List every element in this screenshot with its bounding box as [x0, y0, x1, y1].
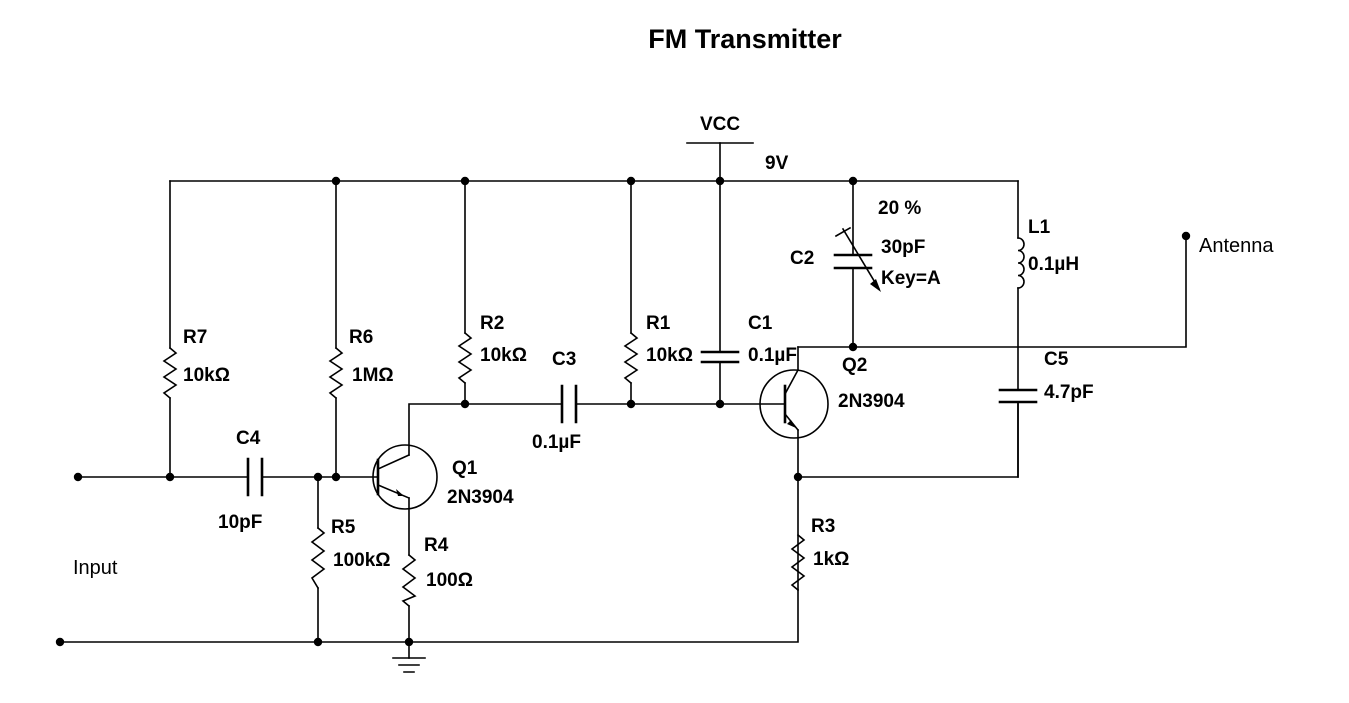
- capacitor-c3: C3 0.1µF: [532, 349, 581, 453]
- resistor-r7: R7 10kΩ: [162, 327, 230, 400]
- diagram-title: FM Transmitter: [648, 24, 842, 54]
- vcc-label: VCC: [700, 114, 740, 135]
- r7-value: 10kΩ: [183, 365, 230, 386]
- r3-value: 1kΩ: [813, 549, 849, 570]
- r2-name: R2: [480, 313, 504, 334]
- r5-value: 100kΩ: [333, 550, 391, 571]
- wires: [59, 142, 1187, 659]
- l1-value: 0.1µH: [1028, 254, 1079, 275]
- q2-value: 2N3904: [838, 391, 905, 412]
- c2-name: C2: [790, 248, 814, 269]
- input-label: Input: [73, 557, 118, 579]
- resistor-r6: R6 1MΩ: [328, 327, 394, 400]
- r3-name: R3: [811, 516, 835, 537]
- q1-value: 2N3904: [447, 487, 514, 508]
- resistor-r1: R1 10kΩ: [623, 313, 693, 385]
- q2-name: Q2: [842, 355, 867, 376]
- r4-name: R4: [424, 535, 449, 556]
- q1-name: Q1: [452, 458, 478, 479]
- r1-name: R1: [646, 313, 671, 334]
- c3-value: 0.1µF: [532, 432, 581, 453]
- c4-name: C4: [236, 428, 261, 449]
- c5-value: 4.7pF: [1044, 382, 1094, 403]
- r2-value: 10kΩ: [480, 345, 527, 366]
- ground-icon: [392, 657, 426, 673]
- resistor-r4: R4 100Ω: [401, 535, 473, 608]
- c4-value: 10pF: [218, 512, 262, 533]
- junctions: [55, 176, 1191, 647]
- c2-key: Key=A: [881, 268, 941, 289]
- r7-name: R7: [183, 327, 207, 348]
- c3-name: C3: [552, 349, 576, 370]
- capacitor-c4: C4 10pF: [218, 428, 264, 533]
- transistor-q2: Q2 2N3904: [759, 355, 905, 439]
- c2-percent: 20 %: [878, 198, 921, 219]
- c1-name: C1: [748, 313, 773, 334]
- c2-value: 30pF: [881, 237, 925, 258]
- c1-value: 0.1µF: [748, 345, 797, 366]
- transistor-q1: Q1 2N3904: [372, 444, 514, 510]
- inductor-l1: L1 0.1µH: [1017, 217, 1079, 289]
- resistor-r3: R3 1kΩ: [790, 516, 849, 592]
- variable-capacitor-c2: C2 30pF Key=A 20 %: [790, 198, 941, 292]
- c5-name: C5: [1044, 349, 1069, 370]
- r6-name: R6: [349, 327, 373, 348]
- capacitor-c5: C5 4.7pF: [998, 349, 1094, 478]
- vcc-symbol: VCC 9V: [686, 114, 789, 174]
- vcc-value: 9V: [765, 153, 789, 174]
- resistor-r5: R5 100kΩ: [310, 517, 391, 590]
- r5-name: R5: [331, 517, 356, 538]
- capacitor-c1: C1 0.1µF: [700, 313, 797, 366]
- r1-value: 10kΩ: [646, 345, 693, 366]
- r4-value: 100Ω: [426, 570, 473, 591]
- r6-value: 1MΩ: [352, 365, 394, 386]
- l1-name: L1: [1028, 217, 1051, 238]
- antenna-label: Antenna: [1199, 235, 1274, 257]
- resistor-r2: R2 10kΩ: [457, 313, 527, 385]
